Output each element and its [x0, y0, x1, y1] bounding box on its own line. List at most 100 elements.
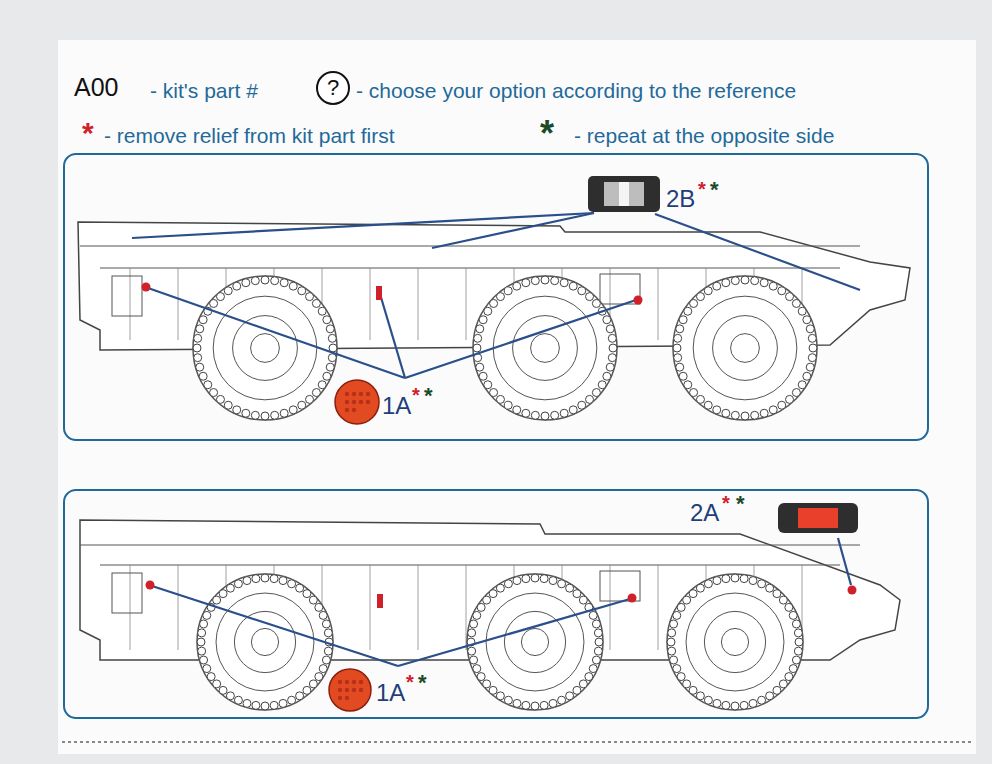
lamp-dot: [366, 400, 370, 404]
star-green: *: [736, 492, 745, 516]
tread-lug: [676, 363, 684, 371]
part-number-sample: A00: [74, 74, 118, 102]
position-mark: [377, 594, 383, 608]
tread-lug: [479, 372, 487, 380]
tread-lug: [608, 334, 616, 342]
tread-lug: [690, 389, 698, 397]
tread-lug: [795, 638, 803, 646]
tread-lug: [674, 354, 682, 362]
tread-lug: [322, 656, 330, 664]
tread-lug: [809, 344, 817, 352]
tread-lug: [196, 363, 204, 371]
tread-lug: [483, 596, 491, 604]
tread-lug: [479, 316, 487, 324]
tread-lug: [243, 577, 251, 585]
tread-lug: [306, 293, 314, 301]
tread-lug: [578, 287, 586, 295]
lamp-dot: [359, 680, 363, 684]
tread-lug: [198, 629, 206, 637]
tread-lug: [586, 293, 594, 301]
tread-lug: [522, 409, 530, 417]
lamp-dot: [345, 408, 349, 412]
tread-lug: [603, 316, 611, 324]
tread-lug: [549, 577, 557, 585]
tread-lug: [696, 584, 704, 592]
tread-lug: [252, 575, 260, 583]
leader-line: [405, 300, 636, 378]
tread-lug: [806, 363, 814, 371]
tread-lug: [199, 316, 207, 324]
tread-lug: [489, 686, 497, 694]
tread-lug: [468, 629, 476, 637]
tread-lug: [531, 702, 539, 710]
tread-lug: [598, 381, 606, 389]
lamp-dot: [345, 688, 349, 692]
star-red: *: [406, 671, 414, 693]
tread-lug: [483, 680, 491, 688]
tread-lug: [769, 282, 777, 290]
tread-lug: [758, 696, 766, 704]
hub: [521, 628, 548, 655]
tread-lug: [592, 656, 600, 664]
tread-lug: [522, 701, 530, 709]
tread-lug: [677, 673, 685, 681]
option-mark: ?: [327, 77, 339, 99]
tread-lug: [242, 409, 250, 417]
tread-lug: [606, 363, 614, 371]
lamp-dot: [359, 392, 363, 396]
position-dot: [628, 594, 637, 603]
tread-lug: [741, 276, 749, 284]
tread-lug: [794, 629, 802, 637]
tread-lug: [803, 316, 811, 324]
tread-lug: [592, 620, 600, 628]
tread-lug: [226, 692, 234, 700]
hull-line: [100, 268, 840, 269]
lamp-dot: [352, 392, 356, 396]
tread-lug: [522, 575, 530, 583]
hull-detail: [658, 565, 659, 650]
tread-lug: [280, 279, 288, 287]
hub-ring: [513, 316, 578, 381]
tread-lug: [792, 656, 800, 664]
tread-lug: [251, 277, 259, 285]
tread-lug: [668, 647, 676, 655]
tread-lug: [674, 334, 682, 342]
tread-lug: [786, 395, 794, 403]
tread-lug: [595, 638, 603, 646]
tread-lug: [303, 686, 311, 694]
tread-lug: [200, 656, 208, 664]
tread-lug: [696, 395, 704, 403]
tread-lug: [592, 299, 600, 307]
tread-lug: [722, 409, 730, 417]
tread-lug: [585, 673, 593, 681]
tread-lug: [470, 620, 478, 628]
tread-lug: [722, 575, 730, 583]
tread-lug: [319, 665, 327, 673]
decal-plate: [778, 503, 858, 533]
lamp-dot: [345, 680, 349, 684]
tread-lug: [713, 577, 721, 585]
tread-lug: [496, 395, 504, 403]
wheel: [197, 574, 333, 710]
tread-lug: [792, 389, 800, 397]
wheel: [193, 276, 337, 420]
cut-line: [62, 741, 972, 743]
key-text: - remove relief from kit part first: [104, 124, 395, 147]
tread-lug: [252, 701, 260, 709]
tread-lug: [603, 372, 611, 380]
position-dot: [146, 581, 155, 590]
hub-ring: [704, 611, 765, 672]
tread-lug: [484, 381, 492, 389]
paper-sheet: [58, 40, 976, 754]
hull-detail: [130, 565, 131, 650]
tread-lug: [326, 325, 334, 333]
tread-lug: [609, 344, 617, 352]
tread-lug: [683, 596, 691, 604]
tread-lug: [326, 363, 334, 371]
tread-lug: [490, 389, 498, 397]
tread-lug: [261, 574, 269, 582]
option-circle: ?: [316, 71, 350, 105]
leader-line: [838, 538, 851, 585]
